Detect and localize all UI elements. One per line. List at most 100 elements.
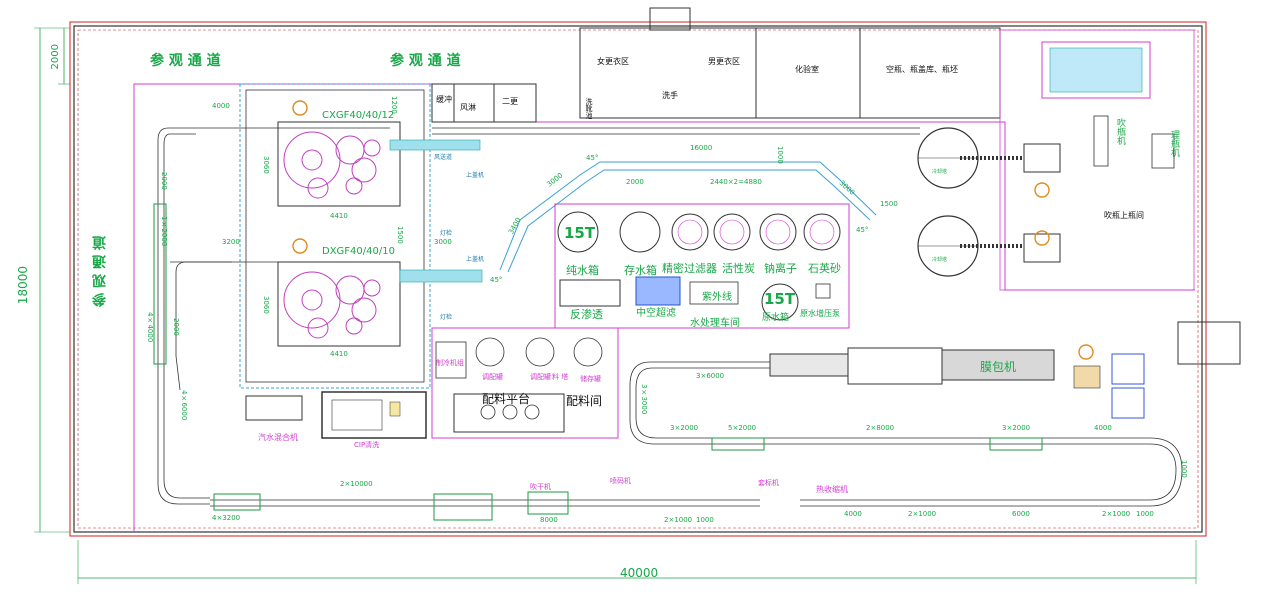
labeler-label: 套标机	[758, 479, 779, 487]
dim-4x4000: 4×4000	[146, 312, 154, 343]
dim-2x8000: 2×8000	[866, 424, 895, 432]
dim-6000: 6000	[1012, 510, 1030, 518]
dim-1x2000: 1×2000	[160, 216, 168, 247]
outer-wall	[69, 21, 1207, 537]
sodium-label: 钠离子	[764, 262, 797, 275]
water-tanks	[557, 211, 841, 321]
booster-label: 原水增压泵	[800, 309, 840, 318]
dim-overall-width: 40000	[620, 566, 659, 580]
pure-water-label: 纯水箱	[566, 264, 599, 277]
dim-4x6000: 4×6000	[180, 390, 188, 421]
pallet-1	[1111, 353, 1145, 385]
air-shower-rooms	[431, 83, 537, 123]
batching-room	[431, 327, 619, 439]
filler-2-gears	[283, 271, 381, 339]
dim-3060-a: 3060	[262, 156, 270, 174]
ro-unit	[559, 279, 621, 307]
cap-machine-b-label: 上盖机	[466, 256, 485, 263]
dim-1200: 1200	[390, 96, 398, 114]
blow-machine-frame	[1041, 41, 1151, 99]
filler-room	[239, 83, 431, 389]
dim-4410-b: 4410	[330, 350, 348, 358]
shoe-wash-label: 洗靴池	[585, 98, 593, 119]
batching-platform-label: 配料平台	[482, 392, 531, 406]
uf-unit	[635, 276, 681, 306]
dim-3x3000: 3×3000	[640, 384, 648, 415]
mix-tank-c-label: 储存罐	[580, 375, 601, 383]
dim-3000-right: 3000	[837, 179, 857, 197]
mix-tank-a-label: 调配罐	[482, 373, 503, 381]
dim-2000-conv: 2000	[626, 178, 644, 186]
lamp-b-label: 灯检	[440, 314, 453, 321]
filler-1-base	[277, 121, 401, 207]
dim-overall-height: 18000	[16, 266, 30, 305]
dim-2440x2: 2440×2=4880	[710, 178, 762, 186]
wall-hatch	[77, 29, 1199, 529]
diagonal-conveyor	[499, 161, 877, 271]
dim-1500-right: 1500	[880, 200, 898, 208]
dim-4x3200: 4×3200	[212, 514, 241, 522]
dim-45-b: 45°	[856, 226, 869, 234]
carbon-mixer-label: 汽水混合机	[258, 433, 298, 442]
dim-4000-bottom: 4000	[844, 510, 862, 518]
quartz-label: 石英砂	[808, 262, 841, 275]
dim-2000-mid: 2000	[172, 318, 180, 336]
cooler-unit	[435, 341, 467, 379]
left-conveyor-green	[153, 203, 167, 365]
water-room-label: 水处理车间	[690, 318, 740, 329]
cap-machine-a-label: 上盖机	[466, 172, 485, 179]
batching-platform	[453, 393, 565, 433]
shrink-tunnel	[941, 349, 1055, 381]
filler-2-outfeed	[399, 269, 483, 283]
blow-machine-label-b: 理瓶机	[1169, 130, 1179, 157]
batching-room-label: 配料间	[566, 394, 603, 408]
dim-45-c: 45°	[490, 276, 503, 284]
dim-3000-mid: 3000	[434, 238, 452, 246]
dim-2x1000-a: 2×1000	[664, 516, 693, 524]
heat-shrink-label: 热收缩机	[816, 485, 848, 494]
filler-1-gears	[283, 131, 381, 199]
air-shower-label: 风淋	[460, 103, 476, 112]
uf-label: 中空超滤	[636, 308, 676, 319]
male-locker-label: 男更衣区	[708, 57, 740, 66]
dim-top-margin: 2000	[50, 44, 61, 70]
dim-2x1000-c: 2×1000	[1102, 510, 1131, 518]
cooler-label: 制冷机组	[436, 359, 464, 367]
second-change-label: 二更	[502, 97, 518, 106]
blower-a-label: 冷却塔	[932, 169, 948, 175]
shrink-wrapper-label: 膜包机	[980, 360, 1017, 374]
dim-3x6000: 3×6000	[696, 372, 725, 380]
uv-label: 紫外线	[702, 292, 732, 303]
pallet-2	[1111, 387, 1145, 419]
blow-room-label: 吹瓶上瓶间	[1104, 211, 1144, 220]
precision-filter-label: 精密过滤器	[662, 262, 717, 275]
inner-wall	[73, 25, 1203, 533]
dim-4410-a: 4410	[330, 212, 348, 220]
filler-2-model: DXGF40/40/10	[322, 246, 395, 257]
hand-wash-label: 洗手	[662, 91, 678, 100]
dim-3200: 3200	[222, 238, 240, 246]
lower-conveyor-loop	[629, 361, 1177, 501]
air-conveyor-label: 风送道	[434, 154, 453, 161]
female-locker-label: 女更衣区	[597, 57, 629, 66]
dim-4000-top: 4000	[212, 102, 230, 110]
mix-tank-b-label: 调配罐	[530, 373, 551, 381]
cip-label: CIP清洗	[354, 441, 380, 449]
dim-2x10000: 2×10000	[340, 480, 373, 488]
left-conveyor-inner	[175, 261, 232, 391]
lab-label: 化验室	[795, 65, 819, 74]
storage-tank-label: 存水箱	[624, 264, 657, 277]
filler-room-inner	[245, 89, 425, 383]
dryer-label: 吹干机	[530, 483, 551, 491]
uv-unit	[689, 281, 739, 305]
water-treatment-room	[554, 203, 850, 329]
dim-45-a: 45°	[586, 154, 599, 162]
dim-1500: 1500	[396, 226, 404, 244]
dim-1000-right: 1000	[1180, 460, 1188, 478]
material-label: 料 塔	[552, 373, 569, 381]
visit-corridor-top-left: 参 观 通 道	[150, 53, 221, 69]
dim-1000-b: 1000	[696, 516, 714, 524]
